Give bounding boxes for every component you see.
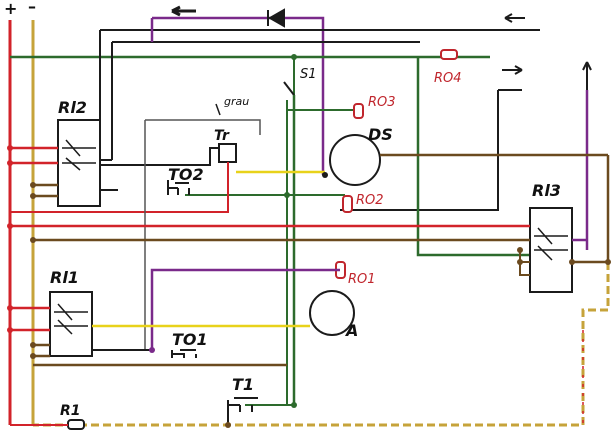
grau-note: grau (224, 95, 249, 108)
rl1-wires (7, 305, 310, 367)
button-to2-label: TO2 (168, 165, 204, 184)
rl2-wires (7, 145, 218, 199)
arrow-right-icon (502, 65, 523, 75)
relay-rl2: Rl2 (57, 98, 101, 207)
arrow-left-1-icon (171, 5, 196, 17)
button-t1: T1 (225, 375, 258, 428)
switch-s1-label: S1 (300, 67, 317, 82)
lamp-a-label: A (344, 321, 358, 340)
minus-label: – (28, 0, 36, 16)
transformer: Tr grau (10, 95, 325, 350)
resistor-r1-label: R1 (60, 403, 81, 419)
lamp-ds: DS (322, 125, 608, 186)
purple-lower-wire (150, 268, 340, 350)
arrow-left-2-icon (504, 13, 525, 23)
plus-label: + (4, 0, 17, 18)
lamp-a: A (309, 290, 358, 340)
button-t1-label: T1 (232, 375, 254, 394)
diode-icon (267, 8, 285, 28)
resistor-r1: R1 (10, 403, 85, 430)
relay-rl1-label: Rl1 (50, 268, 79, 287)
resistor-r01-label: RO1 (348, 272, 376, 287)
transformer-label: Tr (214, 128, 230, 144)
switch-s1: S1 (283, 54, 317, 96)
button-to1: TO1 (171, 330, 208, 358)
relay-rl1: Rl1 (49, 268, 93, 357)
green-wires (185, 57, 540, 408)
resistor-r03-label: RO3 (368, 95, 396, 110)
resistor-r02: RO2 (342, 193, 384, 213)
relay-rl2-label: Rl2 (58, 98, 87, 117)
relay-rl3-label: Rl3 (532, 181, 561, 200)
resistor-r03: RO3 (353, 95, 396, 119)
button-to2: TO2 (167, 165, 204, 195)
resistor-r04: RO4 (434, 49, 462, 86)
rl3-wires (7, 155, 611, 427)
purple-top-wire (152, 16, 325, 175)
resistor-r01: RO1 (335, 261, 376, 287)
black-right-drop (340, 90, 499, 211)
resistor-r02-label: RO2 (356, 193, 384, 208)
arrow-up-icon (582, 61, 592, 90)
button-to1-label: TO1 (172, 330, 208, 349)
resistor-r04-label: RO4 (434, 71, 462, 86)
top-wires (10, 5, 592, 250)
relay-rl3: Rl3 (529, 181, 573, 293)
lamp-ds-label: DS (368, 125, 393, 144)
